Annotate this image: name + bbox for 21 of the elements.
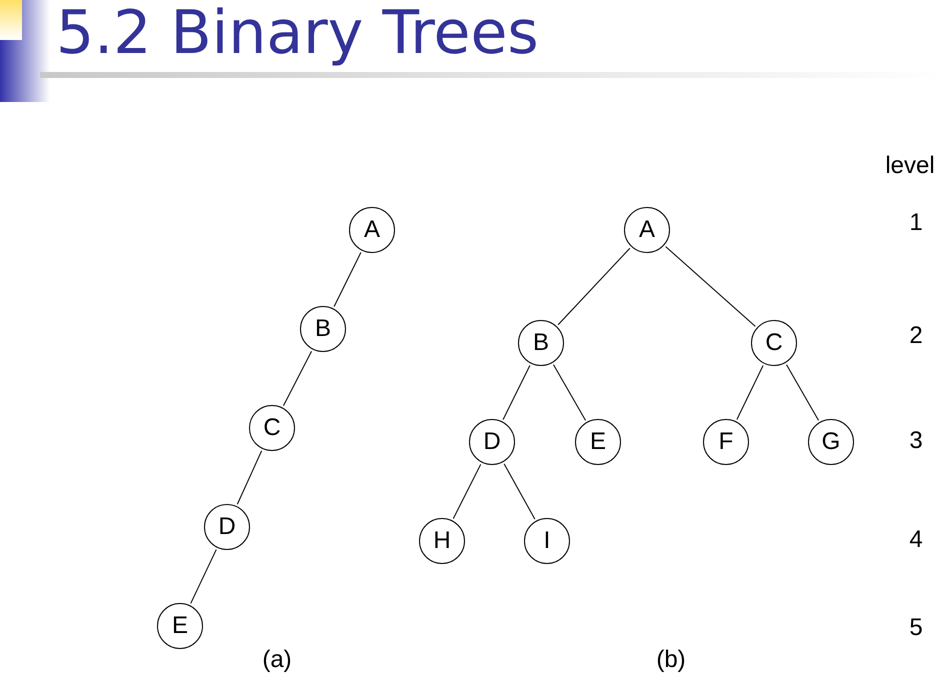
- tree-edge: [236, 450, 262, 505]
- tree-edge: [452, 464, 482, 520]
- subfigure-caption: (b): [656, 646, 686, 674]
- level-number: 5: [909, 614, 923, 642]
- level-number: 3: [909, 427, 923, 455]
- tree-edge: [558, 248, 630, 326]
- tree-edge: [552, 364, 586, 421]
- subfigure-caption: (a): [262, 646, 292, 674]
- tree-edge: [736, 365, 764, 420]
- tree-edge: [504, 463, 536, 520]
- tree-edge: [282, 350, 312, 406]
- level-heading: level: [885, 152, 935, 180]
- level-number: 2: [909, 322, 923, 350]
- tree-edge: [665, 246, 756, 327]
- level-number: 1: [909, 209, 923, 237]
- tree-edge: [334, 252, 362, 308]
- tree-edge: [502, 364, 530, 420]
- slide-title: 5.2 Binary Trees: [56, 0, 539, 70]
- tree-edge: [786, 364, 820, 421]
- tree-edge: [190, 549, 217, 604]
- level-number: 4: [909, 526, 923, 554]
